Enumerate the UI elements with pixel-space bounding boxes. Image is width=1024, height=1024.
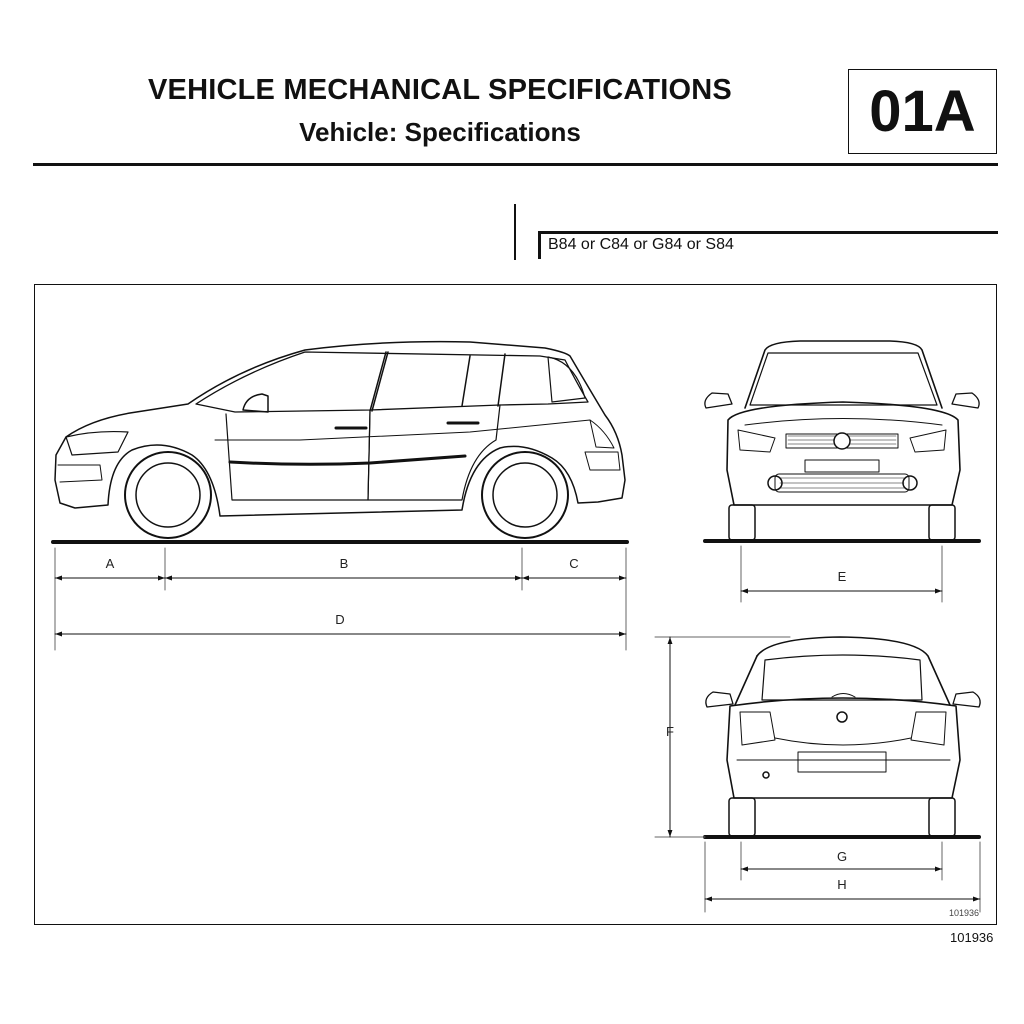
dim-label-b: B <box>340 556 349 571</box>
margin-bar <box>514 204 516 260</box>
dim-label-e: E <box>838 569 847 584</box>
header-rule <box>33 163 998 166</box>
page-subtitle: Vehicle: Specifications <box>299 117 581 147</box>
dim-label-d: D <box>335 612 344 627</box>
dim-label-h: H <box>837 877 846 892</box>
dim-label-a: A <box>106 556 115 571</box>
figure-reference: 101936 <box>950 930 994 945</box>
dim-label-f: F <box>666 724 674 739</box>
rear-view-car <box>703 636 981 839</box>
front-dimension-lines <box>740 545 943 603</box>
side-dimension-lines <box>54 547 627 651</box>
applicability-tick <box>538 231 541 259</box>
page-title: VEHICLE MECHANICAL SPECIFICATIONS <box>148 74 732 106</box>
side-view-car <box>51 340 629 544</box>
applicability-text: B84 or C84 or G84 or S84 <box>548 236 734 253</box>
section-code-badge: 01A <box>848 69 997 154</box>
diagram-reference-inner: 101936 <box>949 908 980 918</box>
front-view-car <box>703 340 981 543</box>
rear-dimension-lines <box>654 636 981 913</box>
applicability-bar <box>538 231 998 234</box>
diagram-frame <box>34 284 997 925</box>
dim-label-c: C <box>569 556 578 571</box>
dim-label-g: G <box>837 849 847 864</box>
